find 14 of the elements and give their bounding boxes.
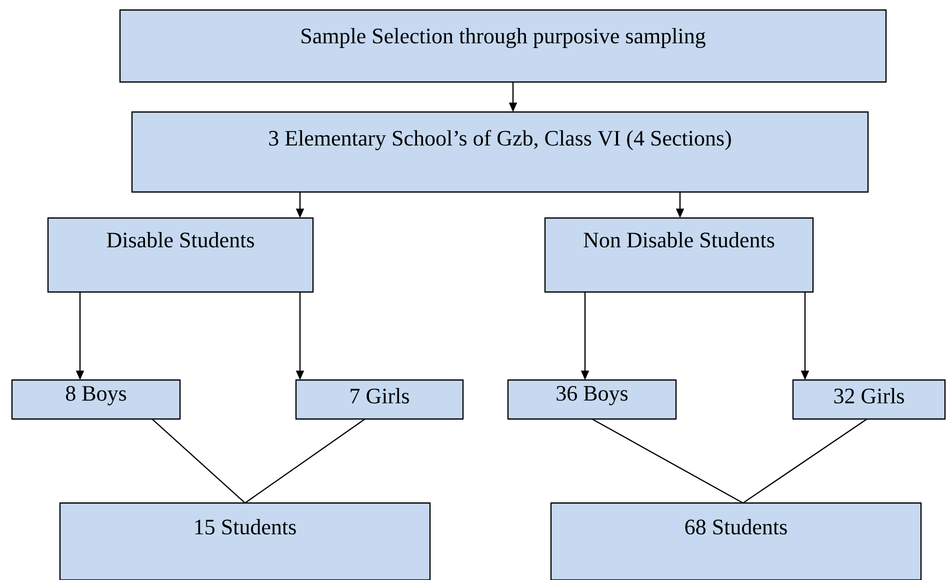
- process-box: Sample Selection through purposive sampling: [119, 9, 887, 83]
- process-box: 36 Boys: [507, 379, 677, 420]
- connector-line: [592, 418, 744, 504]
- process-box: 8 Boys: [11, 379, 181, 420]
- connector-line: [742, 418, 868, 504]
- process-box: Non Disable Students: [544, 217, 814, 293]
- process-box: Disable Students: [47, 217, 314, 293]
- process-box: 7 Girls: [295, 379, 464, 420]
- connector-line: [152, 418, 246, 504]
- connector-line: [244, 418, 366, 504]
- process-box: 3 Elementary School’s of Gzb, Class VI (4 Sections): [131, 111, 869, 193]
- process-box: 32 Girls: [792, 379, 946, 420]
- process-box: 68 Students: [550, 502, 922, 580]
- process-box: 15 Students: [59, 502, 431, 580]
